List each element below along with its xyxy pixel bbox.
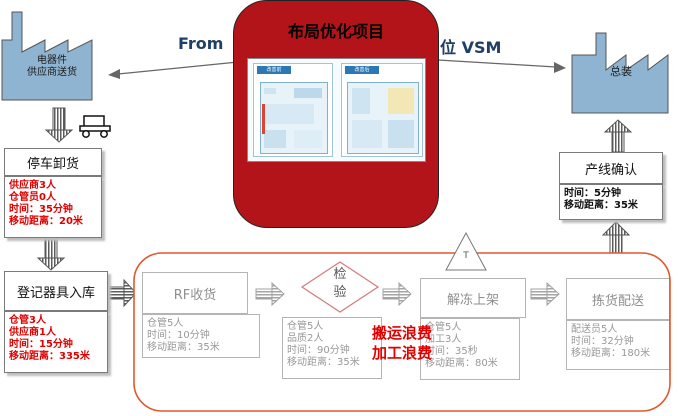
rf-title: RF收货 xyxy=(142,272,248,314)
center-title: 布局优化项目 xyxy=(287,22,384,41)
confirm-info: 时间：5分钟 移动距离：35米 xyxy=(559,184,663,220)
park-info: 供应商3人 仓管员0人 时间：35分钟 移动距离：20米 xyxy=(4,176,102,238)
process-arrow-3 xyxy=(530,281,560,307)
plan-before-label: 改善前 xyxy=(257,66,291,74)
waste-label: 搬运浪费 加工浪费 xyxy=(372,324,433,362)
inspect-diamond xyxy=(300,261,380,313)
right-arrow-register xyxy=(107,278,137,308)
arrow-to-assembly xyxy=(437,59,566,73)
assembly-label: 总装 xyxy=(610,65,632,78)
inspect-info: 仓管5人 品质2人 时间：90分钟 移动距离：35米 xyxy=(282,317,382,379)
down-arrow-2 xyxy=(36,237,66,271)
pick-title: 拣货配送 xyxy=(566,278,670,320)
triangle-marker xyxy=(445,231,487,271)
confirm-title: 产线确认 xyxy=(559,152,663,184)
plan-after-label: 改善后 xyxy=(345,66,379,74)
process-arrow-2 xyxy=(382,281,412,307)
up-arrow-confirm xyxy=(601,221,631,254)
header-from: From xyxy=(178,34,224,53)
process-arrow-1 xyxy=(255,281,285,307)
register-title: 登记器具入库 xyxy=(4,271,108,311)
register-info: 仓管3人 供应商1人 时间：15分钟 移动距离：335米 xyxy=(4,311,108,373)
supplier-factory-icon xyxy=(1,11,93,101)
truck-icon xyxy=(79,115,111,138)
thaw-info: 仓管5人 加工3人 时间：35秒 移动距离：80米 xyxy=(420,318,520,380)
inspect-title: 检 验 xyxy=(333,267,347,300)
triangle-mark: T xyxy=(463,251,469,261)
arrow-to-supplier xyxy=(108,61,239,79)
park-title: 停车卸货 xyxy=(4,148,102,176)
plan-after: 改善后 xyxy=(341,63,423,157)
down-arrow-1 xyxy=(44,107,74,143)
thaw-title: 解冻上架 xyxy=(420,278,526,318)
supplier-label: 电器件供应商送货 xyxy=(27,55,77,78)
assembly-factory-icon xyxy=(571,32,669,114)
layout-image: 改善前 改善后 xyxy=(247,58,426,162)
header-vsm: 位 VSM xyxy=(440,38,502,57)
up-arrow-assembly xyxy=(603,119,633,153)
rf-info: 仓管5人 时间：10分钟 移动距离：35米 xyxy=(142,314,260,358)
plan-before: 改善前 xyxy=(253,63,333,157)
pick-info: 配送员5人 时间：32分钟 移动距离：180米 xyxy=(566,320,670,370)
